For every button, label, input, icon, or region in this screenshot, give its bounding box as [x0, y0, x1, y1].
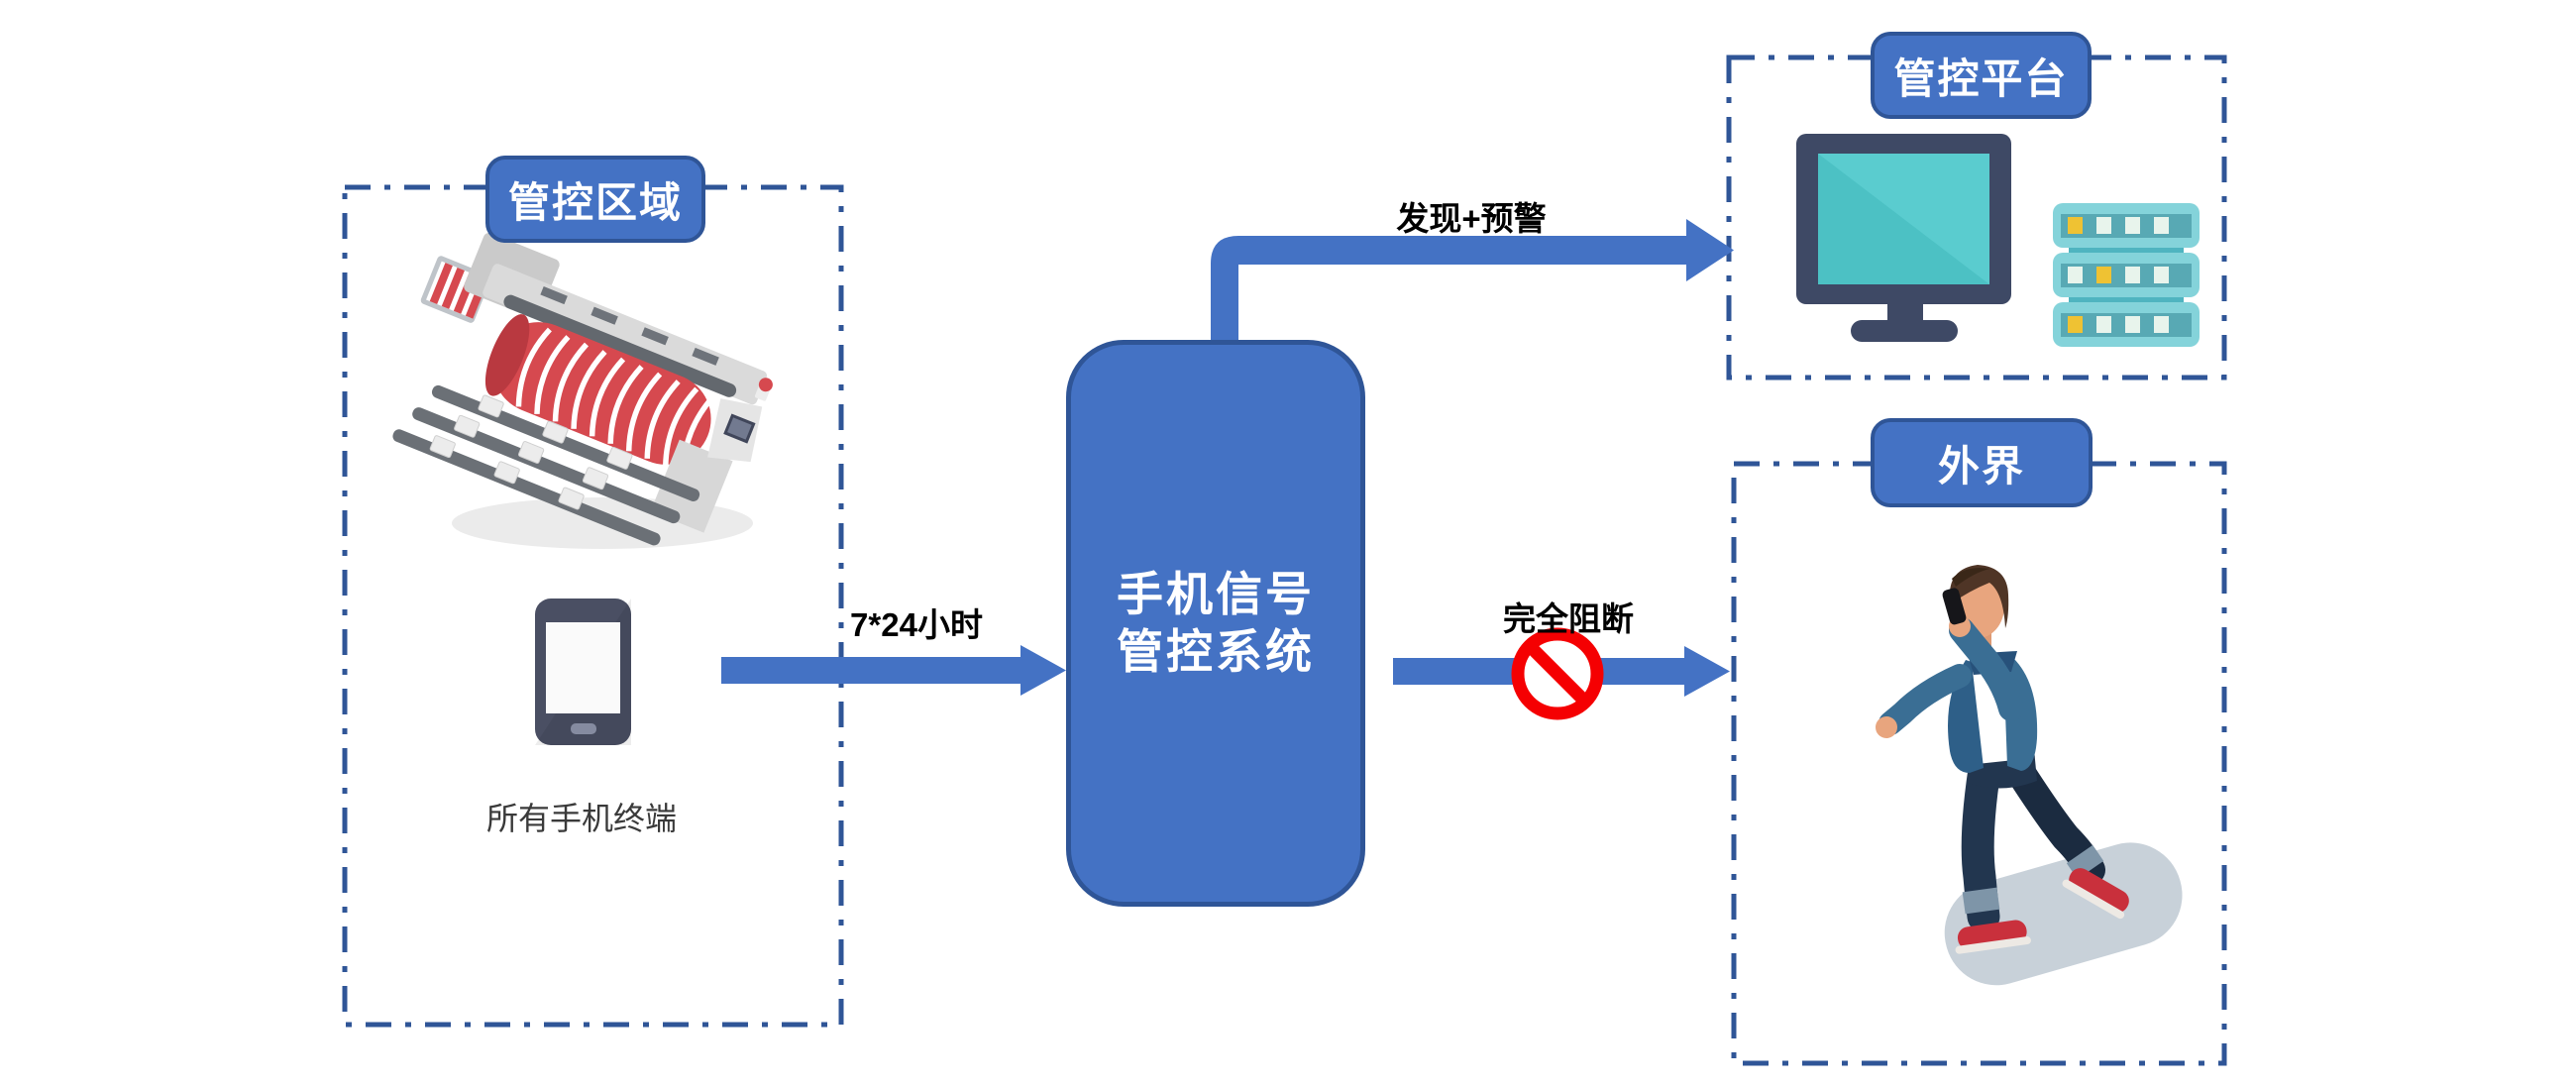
block-arrow-label: 完全阻断 [1503, 600, 1634, 637]
person-on-phone-icon [1876, 565, 2183, 986]
monitor-icon [1796, 134, 2011, 342]
outside-region-label-text: 外界 [1937, 442, 2025, 490]
system-node-line2: 管控系统 [1117, 625, 1315, 678]
phone-home-button [571, 723, 596, 734]
platform-region-label-text: 管控平台 [1893, 54, 2069, 102]
monitor-arrow [721, 645, 1066, 696]
phone-screen [546, 622, 620, 713]
no-entry-icon [1511, 627, 1604, 720]
person-phone [1942, 588, 1967, 625]
monitor-arrow-label: 7*24小时 [850, 606, 983, 643]
textile-machine-icon [392, 232, 773, 549]
platform-region-label: 管控平台 [1871, 32, 2092, 119]
alert-arrow-label: 发现+预警 [1396, 200, 1547, 237]
person-back-shoe [2062, 868, 2129, 920]
server-rack-icon [2053, 203, 2200, 347]
person-shadow-platform [1944, 842, 2183, 986]
control-area-region-label-text: 管控区域 [507, 178, 683, 226]
system-node-line1: 手机信号 [1117, 567, 1315, 620]
outside-region-label: 外界 [1871, 418, 2093, 507]
server-unit-2 [2053, 253, 2200, 297]
server-unit-1 [2053, 203, 2200, 248]
server-unit-3 [2053, 302, 2200, 347]
alert-arrow [1211, 219, 1734, 349]
smartphone-icon [535, 598, 631, 745]
terminal-caption: 所有手机终端 [485, 801, 678, 836]
rail-carriages [429, 394, 633, 510]
machine-body [392, 232, 773, 546]
signal-control-system-node: 手机信号 管控系统 [1066, 340, 1365, 907]
person-front-shoe [1955, 920, 2031, 954]
control-area-region-label: 管控区域 [485, 156, 705, 243]
